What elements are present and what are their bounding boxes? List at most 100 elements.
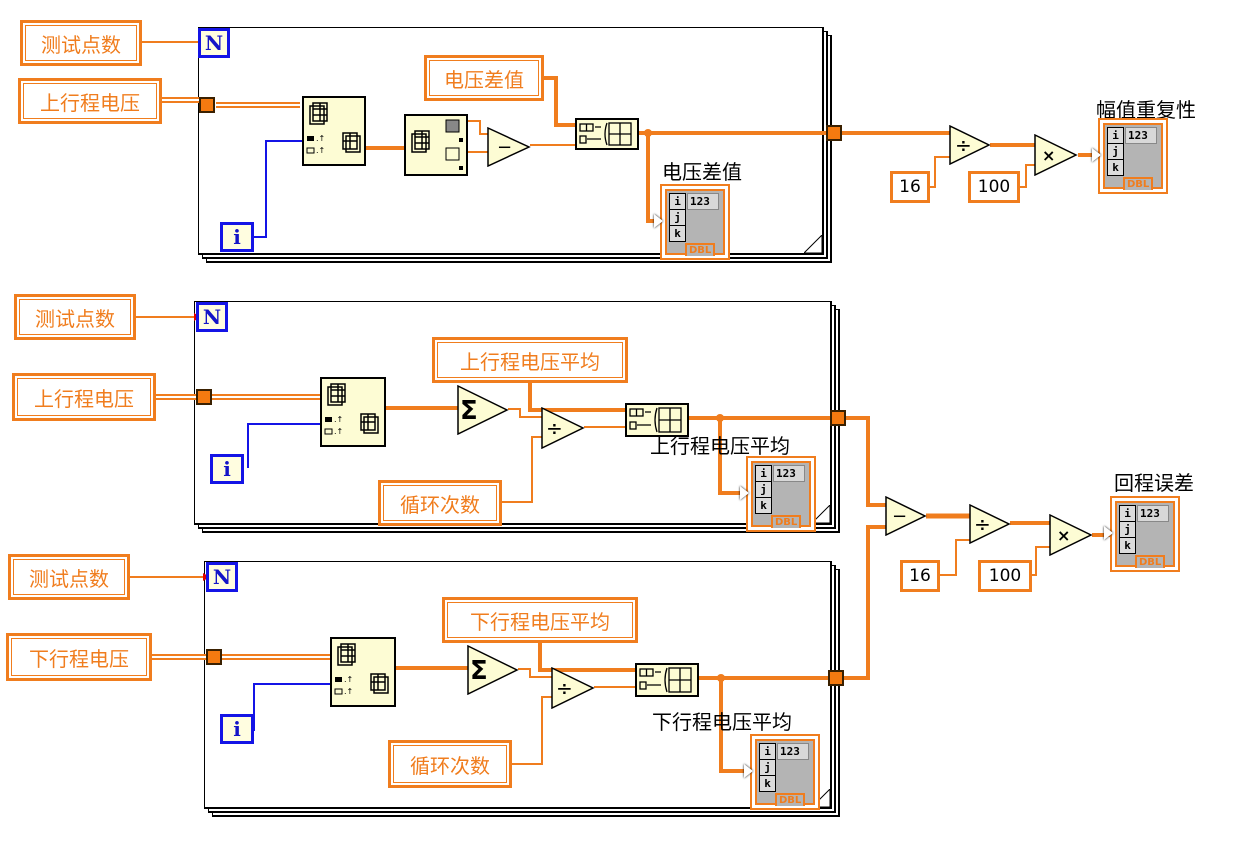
- divide-node-2[interactable]: ÷: [541, 407, 585, 449]
- count-terminal-3[interactable]: N: [206, 562, 238, 592]
- wire-const-3: [538, 642, 636, 672]
- type-badge: DBL: [771, 515, 802, 528]
- indicator-label-2: 上行程电压平均: [650, 434, 790, 458]
- control-label: 测试点数: [13, 559, 125, 595]
- count-terminal-1[interactable]: N: [198, 28, 230, 58]
- multiply-node-c[interactable]: ×: [1049, 514, 1093, 556]
- type-badge: DBL: [1135, 555, 1166, 568]
- multiply-glyph: ×: [1042, 146, 1055, 165]
- iteration-terminal-1[interactable]: i: [220, 222, 254, 252]
- cycle-count-control-3[interactable]: 循环次数: [388, 740, 512, 788]
- divisor-constant-1[interactable]: 16: [890, 171, 930, 203]
- divide-node-c[interactable]: ÷: [969, 504, 1011, 544]
- diff-constant-1[interactable]: 电压差值: [424, 55, 544, 101]
- array-max-min-icon: [411, 119, 463, 170]
- iteration-terminal-2[interactable]: i: [210, 454, 244, 484]
- type-badge: DBL: [685, 243, 716, 256]
- average-constant-2[interactable]: 上行程电压平均: [432, 337, 628, 383]
- indicator-input-arrow-icon: [1104, 526, 1113, 540]
- output-tunnel-2[interactable]: [830, 410, 846, 426]
- wire-iter-2: [247, 423, 320, 468]
- wire-iter-3: [253, 683, 330, 731]
- input-array-control-3[interactable]: 下行程电压: [6, 633, 152, 681]
- wire-to-ind-3: [719, 678, 750, 773]
- build-array-icon: [629, 407, 682, 433]
- wire-const-2: [528, 382, 626, 412]
- control-label: 上行程电压: [17, 378, 151, 416]
- multiplier-constant-1[interactable]: 100: [968, 171, 1020, 203]
- sum-node-2[interactable]: Σ: [457, 385, 509, 435]
- multiply-node-1[interactable]: ×: [1034, 134, 1078, 176]
- sum-glyph: Σ: [460, 396, 478, 426]
- divide-node-3[interactable]: ÷: [551, 667, 595, 709]
- subtract-glyph: −: [892, 506, 907, 527]
- array-subset-node-2[interactable]: .↑.↑: [320, 377, 386, 447]
- wire-split-top-1: [467, 120, 488, 135]
- wire-sum-to-div-3: [518, 668, 552, 678]
- resize-corner-icon[interactable]: [812, 505, 830, 523]
- input-tunnel-1[interactable]: [199, 97, 215, 113]
- divide-glyph: ÷: [546, 416, 563, 440]
- input-array-control-2[interactable]: 上行程电压: [12, 373, 156, 421]
- build-array-node-3[interactable]: [635, 663, 699, 697]
- subtract-node-c[interactable]: −: [885, 496, 927, 536]
- input-tunnel-2[interactable]: [196, 389, 212, 405]
- svg-text:.↑: .↑: [344, 687, 353, 696]
- wire-out-3: [844, 525, 886, 680]
- loop-count-control-3[interactable]: 测试点数: [8, 554, 130, 600]
- divide-node-1[interactable]: ÷: [949, 125, 991, 165]
- input-array-control-1[interactable]: 上行程电压: [18, 78, 162, 124]
- numeric-display: 123: [773, 465, 805, 482]
- wire-out-2: [846, 416, 886, 507]
- input-tunnel-3[interactable]: [206, 649, 222, 665]
- wire-sum-to-div-2: [508, 408, 542, 418]
- svg-text:.↑: .↑: [334, 427, 343, 436]
- loop-count-control-2[interactable]: 测试点数: [14, 294, 136, 340]
- constant-label: 上行程电压平均: [437, 342, 623, 378]
- divisor-constant-c[interactable]: 16: [900, 560, 940, 592]
- cycle-count-control-2[interactable]: 循环次数: [378, 480, 502, 526]
- wire-div-const-c: [938, 539, 970, 576]
- array-subset-icon: .↑.↑: [306, 102, 361, 155]
- wire-iter-1: [254, 140, 302, 238]
- average-constant-3[interactable]: 下行程电压平均: [442, 597, 638, 643]
- loop-count-control-1[interactable]: 测试点数: [20, 20, 142, 66]
- subtract-node-1[interactable]: −: [487, 127, 531, 167]
- multiplier-constant-c[interactable]: 100: [978, 560, 1032, 592]
- array-max-min-node-1[interactable]: [404, 114, 468, 176]
- build-array-node-1[interactable]: [575, 118, 639, 150]
- indicator-input-arrow-icon: [654, 214, 663, 228]
- svg-text:.↑: .↑: [344, 675, 353, 684]
- control-label: 上行程电压: [23, 83, 157, 119]
- indicator-label-1: 电压差值: [662, 160, 742, 184]
- svg-text:.↑: .↑: [316, 146, 325, 155]
- count-terminal-2[interactable]: N: [196, 302, 228, 332]
- array-subset-node-1[interactable]: .↑.↑: [302, 96, 366, 166]
- sum-node-3[interactable]: Σ: [467, 645, 519, 695]
- constant-label: 电压差值: [429, 60, 539, 96]
- array-subset-node-3[interactable]: .↑ .↑: [330, 637, 396, 707]
- control-label: 下行程电压: [11, 638, 147, 676]
- numeric-display: 123: [687, 193, 719, 210]
- resize-corner-icon[interactable]: [804, 235, 822, 253]
- wire-to-ind-2: [718, 418, 748, 495]
- wire-mul-const-1: [1020, 164, 1035, 188]
- wire-const-1: [544, 76, 576, 127]
- control-label: 循环次数: [393, 745, 507, 783]
- output-tunnel-1[interactable]: [826, 125, 842, 141]
- build-array-node-2[interactable]: [625, 403, 689, 437]
- iteration-terminal-3[interactable]: i: [220, 714, 254, 744]
- output-tunnel-3[interactable]: [828, 670, 844, 686]
- control-label: 测试点数: [19, 299, 131, 335]
- divide-glyph: ÷: [955, 133, 972, 157]
